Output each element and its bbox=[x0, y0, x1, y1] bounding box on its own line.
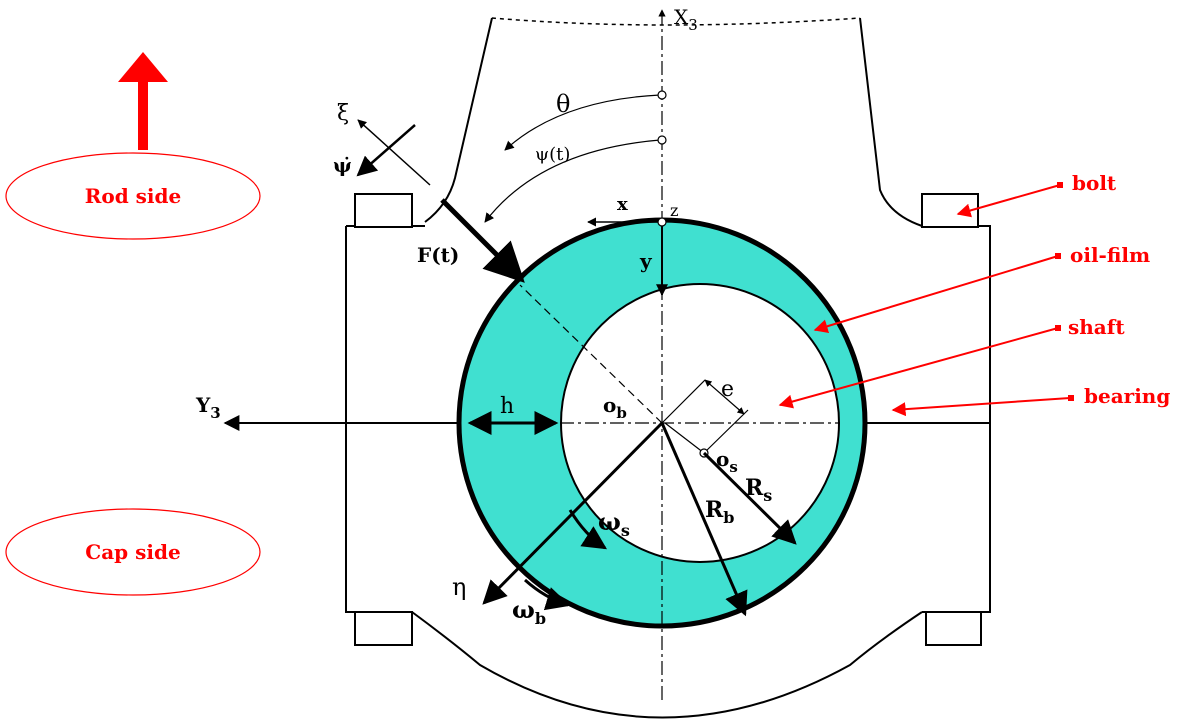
rb-arrow bbox=[660, 422, 748, 617]
y-label: y bbox=[639, 249, 653, 273]
rod-side-ellipse bbox=[5, 152, 261, 240]
shaft-label: shaft bbox=[1068, 315, 1125, 339]
oil-film-leader bbox=[813, 255, 1059, 334]
e-dimension bbox=[704, 379, 745, 415]
e-ext-2 bbox=[703, 409, 749, 454]
x-label: x bbox=[617, 194, 628, 215]
omega-b-label: ωb bbox=[512, 595, 546, 628]
ob-label: ob bbox=[603, 393, 627, 422]
y3-label: Y3 bbox=[195, 393, 221, 422]
bearing-leader bbox=[891, 397, 1071, 417]
h-label: h bbox=[500, 394, 514, 419]
bolt-heads bbox=[354, 193, 982, 646]
force-label: F(t) bbox=[417, 243, 459, 267]
bolt-leader bbox=[956, 184, 1061, 218]
bolt-bottom-left bbox=[354, 611, 413, 646]
theta-arc bbox=[504, 94, 661, 151]
psi-dot-arrow bbox=[356, 124, 416, 177]
omega-b-arc bbox=[523, 578, 571, 611]
os-label: os bbox=[716, 447, 738, 476]
force-arrow bbox=[440, 198, 525, 283]
rod-side-arrow-head bbox=[118, 52, 168, 82]
rs-arrow bbox=[702, 451, 797, 545]
bolt-top-left bbox=[354, 193, 413, 228]
psi-t-label: ψ(t) bbox=[535, 144, 570, 165]
xi-axis bbox=[357, 119, 431, 186]
shaft-leader bbox=[778, 327, 1059, 409]
cap-side-ellipse bbox=[5, 508, 261, 596]
rod-side-label: Rod side bbox=[85, 184, 181, 208]
cap-side-label: Cap side bbox=[85, 540, 180, 564]
load-line bbox=[519, 284, 663, 424]
x3-label: X3 bbox=[674, 5, 698, 34]
theta-label: θ bbox=[556, 90, 570, 118]
bolt-bottom-right bbox=[925, 611, 982, 646]
eccentricity-line bbox=[664, 422, 705, 454]
z-label: z bbox=[670, 201, 678, 220]
psi-t-arc bbox=[484, 139, 661, 223]
bolt-label: bolt bbox=[1072, 171, 1117, 195]
xi-label: ξ bbox=[337, 101, 349, 126]
eta-label: η bbox=[452, 573, 466, 601]
e-ext-1 bbox=[661, 379, 706, 424]
bearing-label: bearing bbox=[1084, 384, 1170, 408]
omega-s-label: ωs bbox=[598, 507, 630, 540]
psi-dot-label: ψ̇ bbox=[333, 153, 352, 177]
e-label: e bbox=[721, 377, 734, 402]
rb-label: Rb bbox=[705, 497, 734, 527]
rs-label: Rs bbox=[745, 475, 772, 505]
omega-s-arc bbox=[568, 509, 608, 550]
oil-film-label: oil-film bbox=[1070, 243, 1150, 267]
